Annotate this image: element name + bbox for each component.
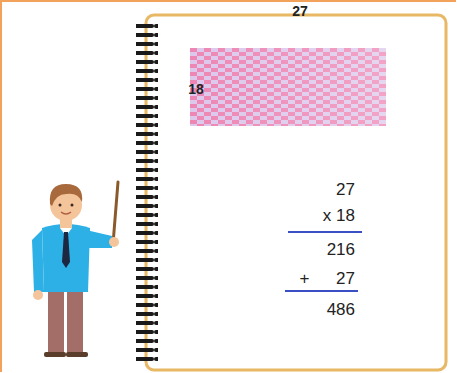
product: 486 — [327, 301, 355, 320]
partial-product: 216 — [327, 241, 355, 260]
dimension-label: 27 — [292, 4, 308, 19]
spiral-binding — [136, 22, 158, 364]
teacher-figure — [32, 182, 119, 357]
sum-line — [288, 231, 362, 233]
dimension-label: 18 — [188, 82, 204, 97]
area-grid — [190, 48, 386, 126]
partial-product: + 27 — [299, 270, 355, 289]
multiplier: x 18 — [323, 207, 355, 226]
multiplicand: 27 — [336, 181, 355, 200]
sum-line — [285, 290, 358, 292]
notebook-page — [146, 15, 446, 370]
grid-shade — [190, 48, 386, 126]
